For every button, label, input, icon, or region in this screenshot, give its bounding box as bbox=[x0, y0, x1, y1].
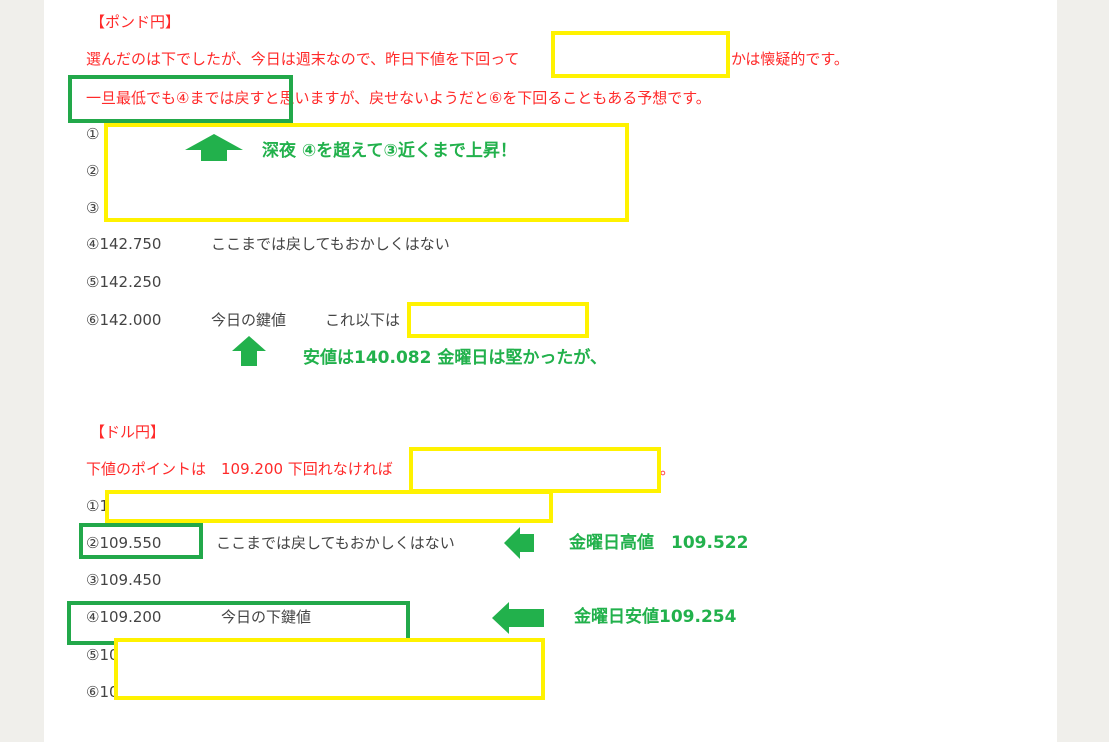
pound-row-6: ⑥142.000 bbox=[86, 311, 162, 329]
left-arrow-icon bbox=[492, 602, 544, 634]
dollar-line1: 下値のポイントは 109.200 下回れなければ bbox=[86, 460, 393, 478]
pound-line1: 選んだのは下でしたが、今日は週末なので、昨日下値を下回って bbox=[86, 50, 520, 68]
dollar-row-3: ③109.450 bbox=[86, 571, 162, 589]
pound-row-1: ① bbox=[86, 125, 100, 143]
redaction-box bbox=[407, 302, 589, 338]
pound-row-4: ④142.750 bbox=[86, 235, 162, 253]
up-arrow-icon bbox=[232, 336, 266, 366]
dollar-row-6: ⑥10 bbox=[86, 683, 119, 701]
redaction-box bbox=[114, 638, 545, 700]
pound-row-6-note: 今日の鍵値 bbox=[211, 311, 287, 329]
pound-row-4-note: ここまでは戻してもおかしくはない bbox=[211, 235, 450, 253]
dollar-row-5: ⑤10 bbox=[86, 646, 119, 664]
pound-row-6-note2: これ以下は bbox=[325, 311, 401, 329]
pound-line2: 一旦最低でも④までは戻すと思いますが、戻せないようだと⑥を下回ることもある予想で… bbox=[86, 89, 711, 107]
redaction-box bbox=[104, 123, 629, 222]
pound-annotation-1: 深夜 ④を超えて③近くまで上昇！ bbox=[262, 141, 517, 161]
pound-annotation-2: 安値は140.082 金曜日は堅かったが、 bbox=[303, 348, 608, 368]
dollar-annotation-low: 金曜日安値109.254 bbox=[574, 607, 737, 627]
dollar-row-2: ②109.550 bbox=[86, 534, 162, 552]
dollar-heading: 【ドル円】 bbox=[90, 423, 166, 441]
pound-row-3: ③ bbox=[86, 199, 100, 217]
pound-row-2: ② bbox=[86, 162, 100, 180]
dollar-line1-end: 。 bbox=[660, 460, 676, 478]
redaction-box bbox=[551, 31, 730, 78]
pound-heading: 【ポンド円】 bbox=[90, 13, 181, 31]
left-arrow-icon bbox=[504, 527, 534, 559]
highlight-box bbox=[79, 523, 203, 559]
redaction-box bbox=[409, 447, 661, 493]
up-arrow-icon bbox=[185, 134, 243, 161]
dollar-row-2-note: ここまでは戻してもおかしくはない bbox=[216, 534, 455, 552]
highlight-box bbox=[68, 75, 293, 123]
redaction-box bbox=[105, 490, 553, 523]
pound-row-5: ⑤142.250 bbox=[86, 273, 162, 291]
dollar-row-1: ①1 bbox=[86, 497, 109, 515]
dollar-row-4-note: 今日の下鍵値 bbox=[221, 608, 312, 626]
dollar-row-4: ④109.200 bbox=[86, 608, 162, 626]
pound-line1-end: かは懐疑的です。 bbox=[731, 50, 849, 68]
dollar-annotation-high: 金曜日高値 109.522 bbox=[569, 533, 749, 553]
